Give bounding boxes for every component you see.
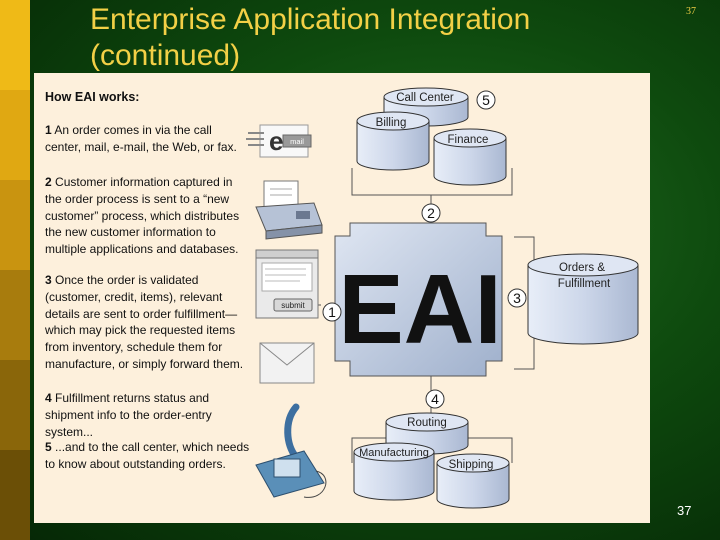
eai-diagram: EAI Call Center Billing Finance Orders &… — [246, 87, 639, 509]
step-3: 3 Once the order is validated (customer,… — [45, 272, 250, 373]
db-label-orders-1: Orders & — [559, 262, 605, 274]
how-eai-works-heading: How EAI works: — [45, 90, 140, 104]
fax-icon — [255, 180, 323, 240]
phone-icon — [255, 403, 327, 498]
left-accent-bar — [0, 0, 30, 540]
slide-title: Enterprise Application Integration (cont… — [90, 2, 620, 74]
marker-4: 4 — [425, 389, 445, 409]
email-tag: mail — [290, 137, 304, 146]
db-orders-fulfillment: Orders & Fulfillment — [527, 253, 639, 345]
step-text: Fulfillment returns status and shipment … — [45, 391, 212, 439]
db-label-shipping: Shipping — [449, 459, 494, 471]
step-number: 2 — [45, 175, 52, 189]
marker-1: 1 — [322, 302, 342, 322]
svg-text:3: 3 — [513, 290, 521, 306]
db-billing: Billing — [356, 111, 430, 171]
step-1: 1 An order comes in via the call center,… — [45, 122, 250, 156]
step-text: An order comes in via the call center, m… — [45, 123, 237, 154]
step-text: Customer information captured in the ord… — [45, 175, 240, 257]
marker-2: 2 — [421, 203, 441, 223]
db-label-orders-2: Fulfillment — [558, 278, 611, 290]
step-text: Once the order is validated (customer, c… — [45, 273, 244, 371]
mail-envelope-icon — [259, 342, 315, 384]
page-number-bottom: 37 — [677, 503, 692, 518]
slide-title-line2: (continued) — [90, 39, 241, 72]
marker-5: 5 — [476, 90, 496, 110]
db-shipping: Shipping — [436, 453, 510, 509]
submit-button-label: submit — [281, 301, 305, 310]
step-text: ...and to the call center, which needs t… — [45, 440, 250, 471]
page-number-top: 37 — [686, 6, 696, 17]
db-label-routing: Routing — [407, 417, 447, 429]
step-number: 5 — [45, 440, 52, 454]
db-manufacturing: Manufacturing — [353, 442, 435, 501]
step-2: 2 Customer information captured in the o… — [45, 174, 250, 258]
web-form-icon: submit — [255, 249, 319, 319]
email-letter: e — [269, 126, 283, 156]
step-number: 1 — [45, 123, 52, 137]
svg-text:5: 5 — [482, 92, 490, 108]
slide-title-line1: Enterprise Application Integration — [90, 3, 531, 36]
email-icon: e mail — [246, 124, 312, 158]
db-label-manufacturing: Manufacturing — [359, 447, 429, 459]
db-label-billing: Billing — [376, 117, 407, 129]
db-label-call-center: Call Center — [396, 92, 454, 104]
marker-3: 3 — [507, 288, 527, 308]
db-finance: Finance — [433, 128, 507, 186]
eai-label: EAI — [338, 254, 501, 364]
svg-text:2: 2 — [427, 205, 435, 221]
step-number: 3 — [45, 273, 52, 287]
step-5: 5 ...and to the call center, which needs… — [45, 439, 250, 473]
db-label-finance: Finance — [448, 134, 489, 146]
eai-figure-panel: How EAI works: 1 An order comes in via t… — [34, 73, 650, 523]
step-4: 4 Fulfillment returns status and shipmen… — [45, 390, 250, 440]
eai-block: EAI — [334, 222, 503, 377]
svg-text:1: 1 — [328, 304, 336, 320]
svg-text:4: 4 — [431, 391, 439, 407]
step-number: 4 — [45, 391, 52, 405]
